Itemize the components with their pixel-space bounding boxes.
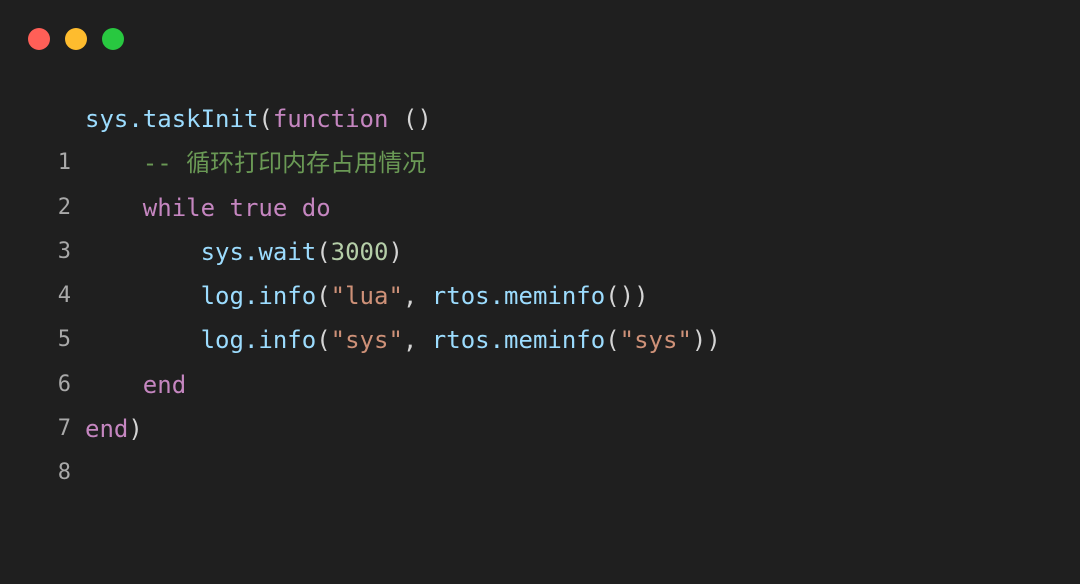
minimize-dot-icon[interactable] (65, 28, 87, 50)
line-source: sys.wait(3000) (85, 230, 403, 274)
line-source: log.info("sys", rtos.meminfo("sys")) (85, 318, 721, 362)
line-number: 8 (57, 460, 71, 486)
line-source: sys.taskInit(function () (85, 97, 432, 141)
token: log.info (85, 282, 317, 311)
token: -- 循环打印内存占用情况 (85, 149, 427, 178)
token: ) (128, 415, 143, 444)
code-window: 1 sys.taskInit(function () 2 -- 循环打印内存占用… (0, 28, 1080, 486)
code-line: 1 sys.taskInit(function () (0, 97, 1080, 175)
line-number: 2 (57, 194, 71, 220)
window-controls (28, 28, 124, 50)
line-source: while true do (85, 186, 331, 230)
token: ( (258, 105, 273, 133)
token: function (272, 105, 389, 133)
line-number: 7 (57, 416, 71, 442)
token: log.info (85, 326, 317, 355)
line-source: end) (85, 407, 143, 451)
code-block: 1 sys.taskInit(function () 2 -- 循环打印内存占用… (0, 97, 1080, 485)
line-number: 6 (57, 371, 71, 397)
line-source: end (85, 363, 186, 407)
token: sys.wait (85, 237, 317, 266)
line-source: -- 循环打印内存占用情况 (85, 141, 426, 185)
maximize-dot-icon[interactable] (102, 28, 124, 50)
token: ( (605, 326, 620, 355)
token: end (85, 370, 187, 399)
token: "sys" (619, 326, 692, 355)
token: ( (316, 237, 331, 266)
token: rtos.meminfo (431, 282, 606, 311)
code-line: 5 log.info("lua", rtos.meminfo()) (0, 274, 1080, 352)
token: )) (691, 326, 721, 355)
code-line: 7 end (0, 363, 1080, 441)
code-line: 2 -- 循环打印内存占用情况 (0, 141, 1080, 219)
token: end (85, 415, 129, 444)
line-source: log.info("lua", rtos.meminfo()) (85, 274, 649, 318)
line-number: 4 (57, 283, 71, 309)
line-number: 1 (57, 150, 71, 176)
token: () (388, 105, 432, 133)
token: while true do (85, 193, 331, 222)
token: ) (388, 237, 403, 266)
code-line: 6 log.info("sys", rtos.meminfo("sys")) (0, 318, 1080, 396)
token: "sys" (330, 326, 403, 355)
line-number: 3 (57, 238, 71, 264)
code-line: 8 end) (0, 407, 1080, 485)
token: rtos.meminfo (431, 326, 606, 355)
code-line: 3 while true do (0, 186, 1080, 264)
line-number: 5 (57, 327, 71, 353)
token: sys.taskInit (85, 105, 259, 133)
token: ( (316, 326, 331, 355)
token: , (402, 326, 432, 355)
close-dot-icon[interactable] (28, 28, 50, 50)
token: , (402, 282, 432, 311)
token: 3000 (330, 237, 389, 266)
token: "lua" (330, 282, 403, 311)
code-line: 4 sys.wait(3000) (0, 230, 1080, 308)
token: ( (316, 282, 331, 311)
token: ()) (605, 282, 649, 311)
